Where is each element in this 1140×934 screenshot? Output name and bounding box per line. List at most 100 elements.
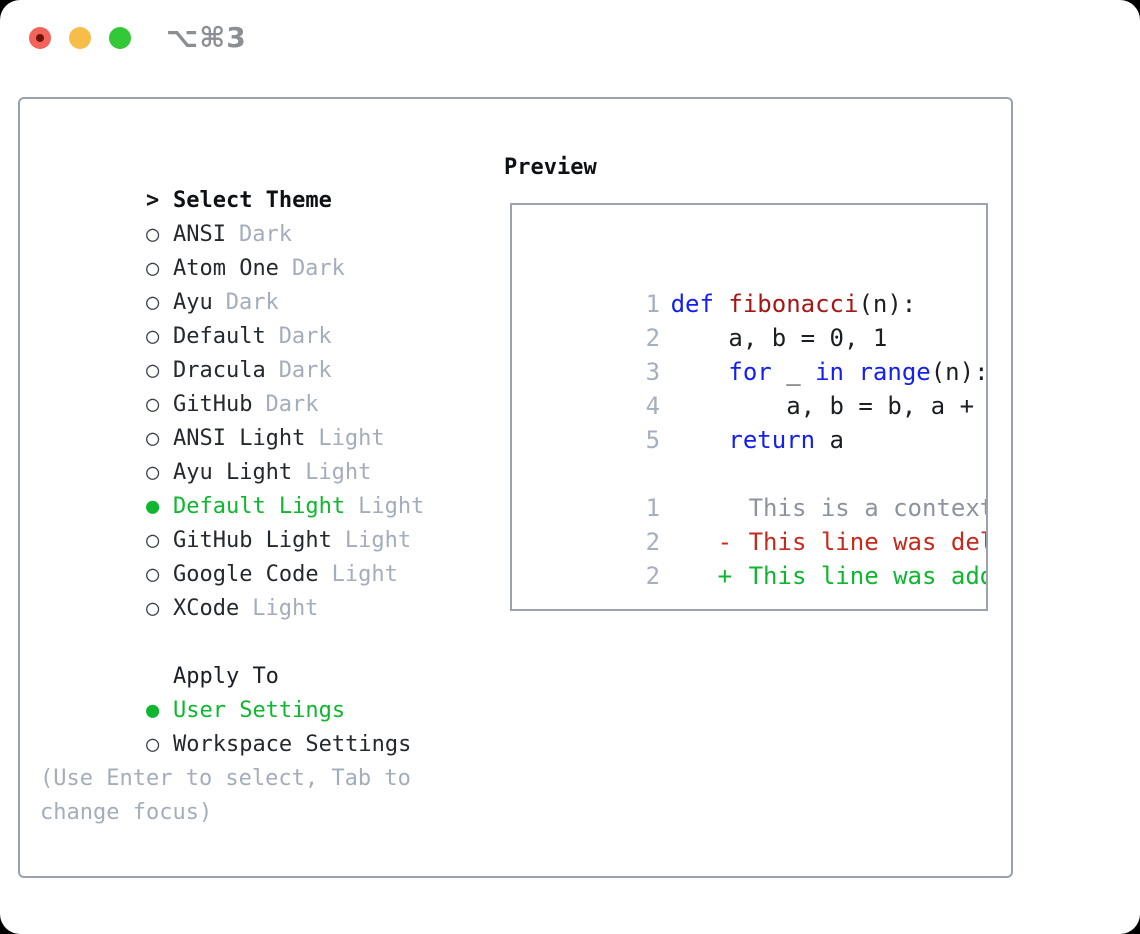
radio-unselected-icon: ○ — [145, 324, 160, 349]
code-builtin: range — [858, 358, 931, 386]
radio-unselected-icon: ○ — [145, 562, 160, 587]
code-text — [844, 358, 858, 386]
theme-name: Google Code — [172, 562, 319, 587]
radio-unselected-icon: ○ — [145, 222, 160, 247]
radio-unselected-icon: ○ — [145, 460, 160, 485]
theme-variant: Dark — [225, 290, 279, 315]
apply-option-label: Workspace Settings — [172, 732, 412, 757]
radio-selected-icon: ● — [145, 698, 160, 723]
apply-option-label: User Settings — [172, 698, 346, 723]
radio-unselected-icon: ○ — [145, 392, 160, 417]
code-text — [671, 426, 729, 454]
code-keyword: for — [728, 358, 772, 386]
theme-name: Atom One — [172, 256, 279, 281]
theme-variant: Dark — [278, 324, 332, 349]
theme-name: Ayu — [172, 290, 213, 315]
code-function: fibonacci — [728, 290, 859, 318]
code-keyword: def — [670, 290, 714, 318]
theme-variant: Light — [252, 596, 319, 621]
radio-unselected-icon: ○ — [145, 358, 160, 383]
diff-added-text: This line was added. — [748, 562, 986, 590]
unsaved-dot-icon — [36, 34, 44, 42]
zoom-button[interactable] — [109, 27, 131, 49]
code-text: (n): — [858, 290, 917, 318]
theme-name: Default Light — [172, 494, 346, 519]
apply-option-user-settings-selected[interactable]: ● User Settings — [40, 660, 480, 723]
line-number: 1 — [645, 290, 661, 318]
select-theme-header: >Select Theme — [40, 150, 480, 213]
radio-unselected-icon: ○ — [145, 256, 160, 281]
code-line-5: 5 return a — [530, 389, 986, 454]
diff-added-line: 2 + This line was added. — [530, 525, 986, 590]
line-number: 2 — [645, 528, 661, 556]
line-number: 2 — [645, 324, 661, 352]
code-keyword: in — [815, 358, 845, 386]
code-text: _ — [771, 358, 816, 386]
line-number: 5 — [645, 426, 661, 454]
code-keyword: return — [728, 426, 816, 454]
code-line-3: 3 for _ in range(n): — [530, 321, 986, 386]
theme-option-ansi-dark[interactable]: ○ ANSI Dark — [40, 184, 480, 247]
theme-variant: Light — [344, 528, 412, 553]
radio-unselected-icon: ○ — [145, 290, 160, 315]
line-number: 4 — [645, 392, 661, 420]
theme-option-atom-one-dark[interactable]: ○ Atom One Dark — [40, 218, 480, 281]
diff-context-line: 1 This is a context line. — [530, 457, 986, 522]
code-text — [671, 358, 729, 386]
code-text — [714, 290, 728, 318]
line-number: 2 — [645, 562, 661, 590]
theme-variant: Dark — [291, 256, 345, 281]
select-theme-title: Select Theme — [172, 188, 332, 213]
theme-option-ayu-light[interactable]: ○ Ayu Light Light — [40, 422, 480, 485]
radio-unselected-icon: ○ — [145, 528, 160, 553]
theme-name: ANSI — [172, 222, 226, 247]
diff-minus-icon: - — [717, 528, 733, 556]
diff-plus-icon: + — [717, 562, 733, 590]
theme-variant: Light — [318, 426, 385, 451]
theme-option-default-dark[interactable]: ○ Default Dark — [40, 286, 480, 349]
minimize-button[interactable] — [69, 27, 91, 49]
diff-context-marker — [718, 491, 749, 525]
radio-unselected-icon: ○ — [145, 596, 160, 621]
code-text: a, b = b, a + b — [670, 392, 988, 420]
theme-variant: Light — [331, 562, 398, 587]
window-shortcut-label: ⌥⌘3 — [166, 21, 247, 54]
diff-deleted-text: This line was deleted. — [748, 528, 986, 556]
titlebar: ⌥⌘3 — [0, 0, 1140, 76]
theme-name: Ayu Light — [172, 460, 293, 485]
code-text: a — [815, 426, 844, 454]
theme-option-github-light[interactable]: ○ GitHub Light Light — [40, 490, 480, 553]
apply-to-title: Apply To — [172, 664, 279, 689]
theme-name: GitHub Light — [172, 528, 332, 553]
theme-option-ayu-dark[interactable]: ○ Ayu Dark — [40, 252, 480, 315]
diff-context-text: This is a context line. — [748, 494, 988, 522]
theme-variant: Dark — [238, 222, 292, 247]
apply-option-workspace-settings[interactable]: ○ Workspace Settings — [40, 694, 480, 757]
code-line-4: 4 a, b = b, a + b — [530, 355, 986, 420]
theme-name: Dracula — [172, 358, 266, 383]
close-button[interactable] — [29, 27, 51, 49]
theme-variant: Dark — [278, 358, 332, 383]
code-text: a, b = 0, 1 — [670, 324, 888, 352]
theme-variant: Light — [305, 460, 372, 485]
code-line-1: 1 def fibonacci(n): — [530, 253, 986, 318]
radio-unselected-icon: ○ — [145, 732, 160, 757]
diff-deleted-line: 2 -This line was deleted. — [530, 491, 986, 556]
radio-unselected-icon: ○ — [145, 426, 160, 451]
theme-option-default-light-selected[interactable]: ● Default Light Light — [40, 456, 480, 519]
theme-name: Default — [172, 324, 266, 349]
code-text: (n): — [930, 358, 988, 386]
theme-option-google-code-light[interactable]: ○ Google Code Light — [40, 524, 480, 587]
radio-selected-icon: ● — [145, 494, 160, 519]
code-line-2: 2 a, b = 0, 1 — [530, 287, 986, 352]
theme-option-dracula-dark[interactable]: ○ Dracula Dark — [40, 320, 480, 383]
keyboard-hint: (Use Enter to select, Tab to change focu… — [40, 766, 411, 825]
line-number: 1 — [645, 494, 661, 522]
